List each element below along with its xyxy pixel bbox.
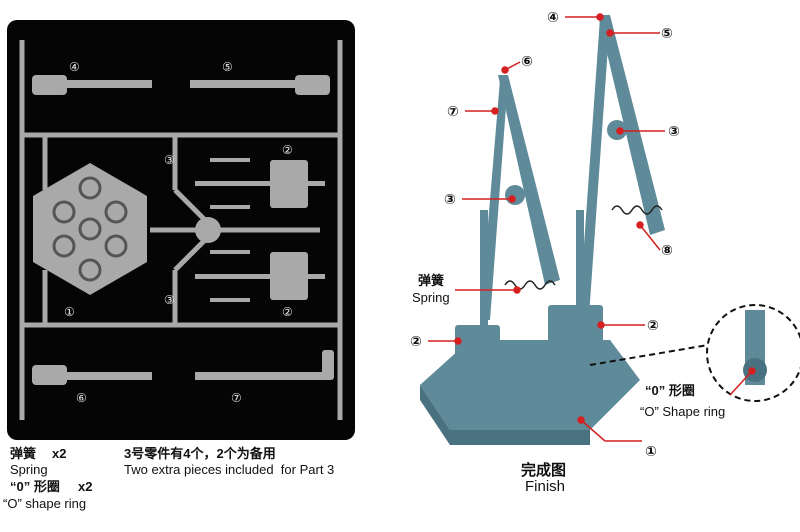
part-4-arm	[32, 75, 152, 95]
callout-4: ④	[547, 9, 559, 25]
callout-2b: ②	[410, 333, 422, 349]
part-2-plates	[195, 160, 325, 300]
callout-lines	[428, 13, 756, 442]
sprue-frame	[19, 40, 343, 420]
part-7-arm	[195, 350, 334, 380]
callout-3b: ③	[444, 191, 456, 207]
callout-spring-en: Spring	[412, 290, 450, 305]
callout-2a: ②	[647, 317, 659, 333]
part-1-base	[33, 163, 147, 295]
legend-ring-en: “O” shape ring	[3, 496, 87, 511]
callout-6: ⑥	[521, 53, 533, 69]
sprue-label-7: ⑦	[231, 391, 242, 405]
part-3-pins	[210, 158, 250, 302]
legend-spring-cn: 弹簧	[10, 446, 37, 461]
callout-5: ⑤	[661, 25, 673, 41]
finished-stand	[420, 15, 800, 445]
sprue-label-3a: ③	[164, 153, 175, 167]
part-6-arm	[32, 365, 152, 385]
callout-3a: ③	[668, 123, 680, 139]
legend-spring-en: Spring	[10, 462, 48, 477]
sprue-label-3b: ③	[164, 293, 175, 307]
sprue-label-2a: ②	[282, 143, 293, 157]
legend-ring-qty: x2	[78, 479, 93, 494]
callout-8: ⑧	[661, 242, 673, 258]
legend-ring-cn: “0” 形圈	[10, 479, 60, 494]
legend-note-cn: 3号零件有4个，2个为备用	[124, 446, 276, 461]
callout-ring-cn: “0” 形圈	[645, 383, 695, 398]
callout-7: ⑦	[447, 103, 459, 119]
callout-1: ①	[645, 443, 657, 459]
finish-title-en: Finish	[525, 478, 566, 495]
sprue-label-1: ①	[64, 305, 75, 319]
legend-spring-qty: x2	[52, 446, 67, 461]
callout-spring-cn: 弹簧	[418, 273, 445, 288]
sprue-label-2b: ②	[282, 305, 293, 319]
part-5-arm	[190, 75, 330, 95]
sprue-label-4: ④	[69, 60, 80, 74]
callout-ring-en: “O” Shape ring	[640, 404, 726, 419]
finish-title-cn: 完成图	[521, 462, 567, 479]
sprue-label-5: ⑤	[222, 60, 233, 74]
sprue-hub	[195, 217, 221, 243]
spring-coils	[504, 205, 663, 290]
legend-note-en: Two extra pieces included for Part 3	[124, 462, 335, 477]
sprue-label-6: ⑥	[76, 391, 87, 405]
